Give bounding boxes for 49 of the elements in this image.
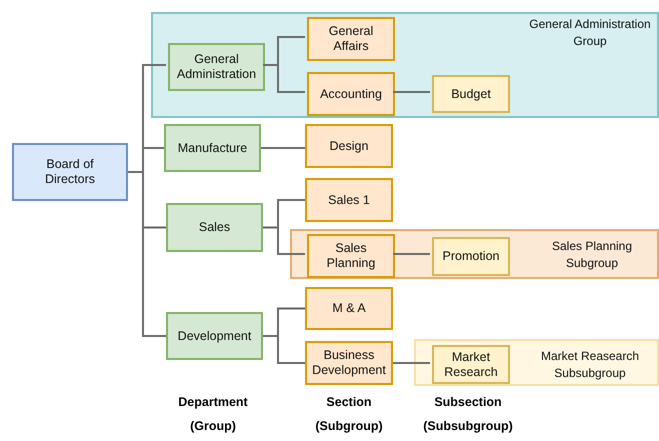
group-label: General Administration Group bbox=[528, 16, 652, 50]
group-band bbox=[151, 12, 659, 118]
column-label: (Group) bbox=[190, 419, 236, 433]
department-box bbox=[166, 203, 263, 252]
column-label: (Subsubgroup) bbox=[423, 419, 513, 433]
section-box bbox=[307, 72, 395, 116]
node-label: Sales bbox=[198, 220, 230, 235]
column-label: Subsection bbox=[434, 395, 502, 409]
section-box bbox=[305, 341, 393, 385]
node-label: Accounting bbox=[320, 86, 382, 102]
subsection-box bbox=[432, 75, 510, 113]
connector-line bbox=[393, 253, 430, 255]
connector-line bbox=[263, 335, 305, 364]
node-label: General Affairs bbox=[328, 24, 374, 54]
section-box bbox=[307, 234, 395, 278]
connector-line bbox=[261, 147, 305, 149]
connector-line bbox=[263, 226, 305, 255]
node-label: Manufacture bbox=[178, 140, 248, 156]
department-box bbox=[166, 312, 263, 360]
org-box bbox=[12, 143, 128, 201]
column-label: Section bbox=[326, 395, 372, 409]
connector-line bbox=[393, 362, 430, 364]
subsubgroup-band bbox=[414, 339, 659, 386]
section-box bbox=[305, 124, 393, 168]
node-label: Promotion bbox=[442, 249, 500, 264]
department-box bbox=[164, 124, 261, 172]
subsection-box bbox=[432, 237, 510, 276]
group-label: Sales Planning Subgroup bbox=[550, 238, 634, 272]
node-label: M & A bbox=[332, 301, 366, 316]
group-label: Market Reasearch Subsubgroup bbox=[540, 348, 640, 382]
section-box bbox=[307, 17, 395, 61]
node-label: Development bbox=[178, 328, 252, 344]
connector-line bbox=[128, 171, 166, 337]
node-label: Market Research bbox=[443, 350, 499, 380]
column-label: Department bbox=[178, 395, 248, 409]
node-label: Design bbox=[330, 138, 368, 154]
node-label: Budget bbox=[451, 86, 491, 102]
node-label: Board of Directors bbox=[44, 157, 96, 187]
department-box bbox=[168, 43, 265, 91]
section-box bbox=[305, 178, 393, 222]
node-label: Business Development bbox=[312, 348, 386, 378]
column-label: (Subgroup) bbox=[315, 419, 383, 433]
subsection-box bbox=[432, 345, 510, 384]
node-label: General Administration bbox=[176, 52, 258, 82]
node-label: Sales Planning bbox=[326, 241, 376, 271]
section-box bbox=[305, 287, 393, 330]
node-label: Sales 1 bbox=[328, 192, 370, 208]
subgroup-band bbox=[290, 229, 659, 279]
connector-line bbox=[393, 91, 430, 93]
